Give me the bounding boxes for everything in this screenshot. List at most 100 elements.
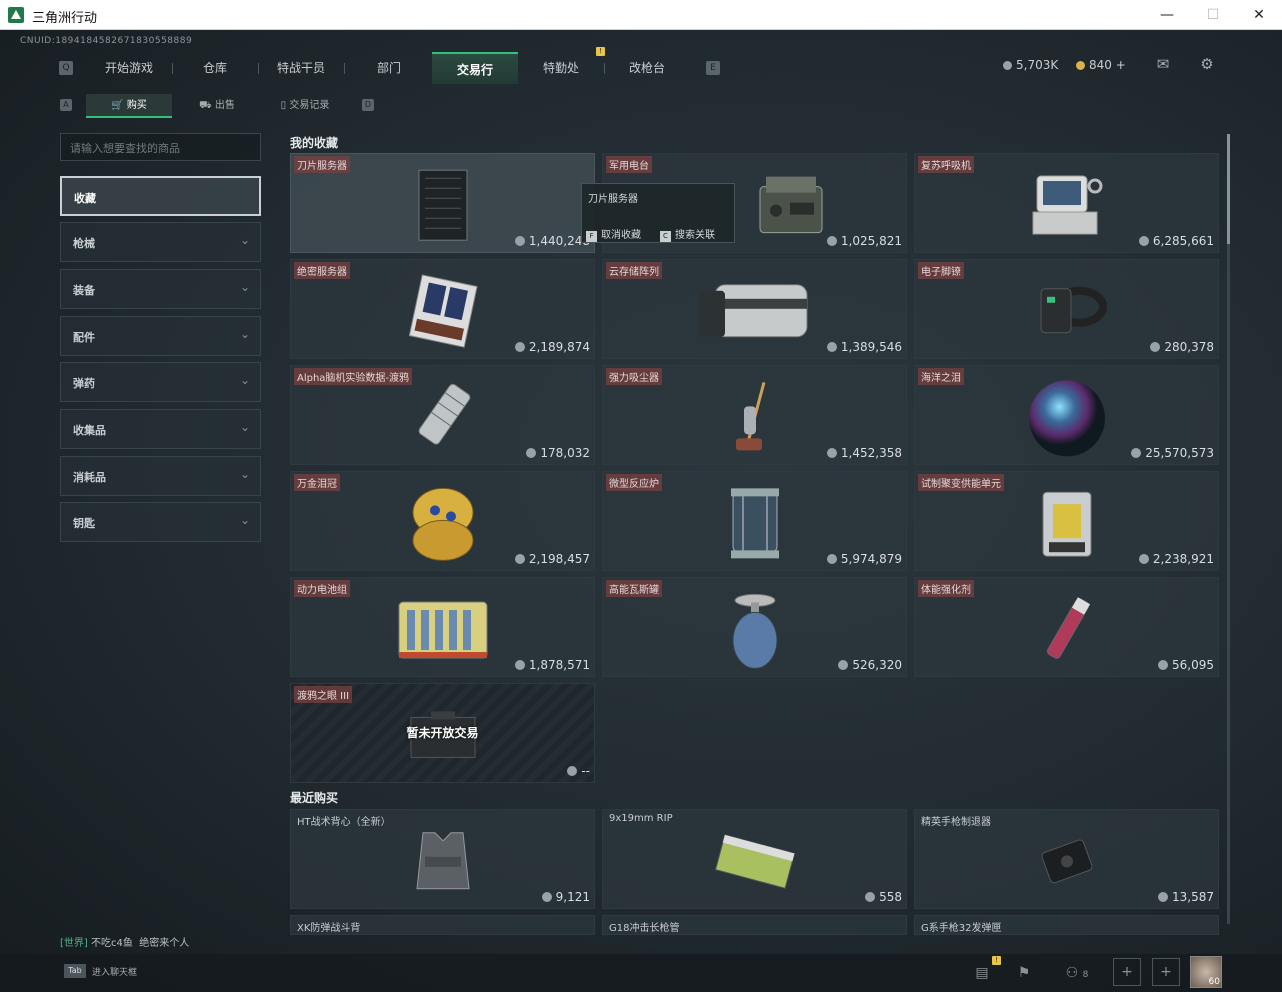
tab-trading[interactable]: 交易行 — [432, 52, 518, 84]
nav-prev-key[interactable]: Q — [59, 61, 73, 75]
battery-pack-icon — [398, 601, 487, 659]
item-name: 体能强化剂 — [918, 580, 974, 597]
data-canister-icon — [418, 383, 470, 445]
coin-icon — [838, 660, 849, 670]
maximize-button[interactable]: ☐ — [1206, 7, 1220, 23]
tab-special-ops[interactable]: 特勤处 — [542, 61, 579, 75]
tab-department[interactable]: 部门 — [376, 61, 401, 75]
item-card[interactable]: 万金泪冠 2,198,457 — [290, 471, 595, 571]
military-radio-icon — [759, 176, 823, 234]
category-ammo[interactable]: 弹药⌄ — [60, 362, 261, 402]
item-card[interactable]: 强力吸尘器 1,452,358 — [602, 365, 907, 465]
jeweled-egg-icon — [412, 487, 473, 561]
subtab-buy[interactable]: 🛒 购买 — [86, 94, 172, 118]
silver-coin-icon — [1003, 61, 1012, 70]
item-card[interactable]: 9x19mm RIP 558 — [602, 809, 907, 909]
item-card[interactable]: 渡鸦之眼 III 暂未开放交易 -- — [290, 683, 595, 783]
tab-gunsmith[interactable]: 改枪台 — [628, 61, 665, 75]
item-card[interactable]: 体能强化剂 56,095 — [914, 577, 1219, 677]
item-card[interactable]: G系手枪32发弹匣 — [914, 915, 1219, 935]
item-price: 6,285,661 — [1138, 234, 1214, 248]
category-firearms[interactable]: 枪械⌄ — [60, 222, 261, 262]
friends-icon[interactable]: ⚇ 8 — [1065, 965, 1089, 981]
scrollbar-thumb[interactable] — [1227, 134, 1230, 244]
item-card[interactable]: 云存储阵列 1,389,546 — [602, 259, 907, 359]
category-favorites[interactable]: 收藏 — [60, 176, 261, 216]
flag-icon[interactable]: ⚑ — [1017, 965, 1031, 981]
item-card[interactable]: HT战术背心（全新） 9,121 — [290, 809, 595, 909]
minimize-button[interactable]: — — [1160, 7, 1174, 23]
settings-gear-icon[interactable]: ⚙ — [1200, 55, 1214, 73]
ankle-monitor-icon — [1040, 286, 1107, 334]
avatar[interactable]: 60 — [1190, 956, 1222, 988]
subtab-history[interactable]: ▯ 交易记录 — [280, 100, 330, 111]
notification-badge: ! — [596, 47, 605, 56]
coin-icon — [826, 342, 837, 352]
subnav-prev-key[interactable]: A — [60, 99, 72, 111]
item-card[interactable]: 电子脚镣 280,378 — [914, 259, 1219, 359]
category-equipment[interactable]: 装备⌄ — [60, 269, 261, 309]
item-card[interactable]: 试制聚变供能单元 2,238,921 — [914, 471, 1219, 571]
gold-coin-icon — [1076, 61, 1085, 70]
item-card[interactable]: 海洋之泪 25,570,573 — [914, 365, 1219, 465]
fusion-cell-icon — [1042, 491, 1091, 557]
chat-key[interactable]: Tab — [64, 964, 86, 978]
item-card[interactable]: XK防弹战斗背 — [290, 915, 595, 935]
nav-next-key[interactable]: E — [706, 61, 720, 75]
tab-operators[interactable]: 特战干员 — [276, 61, 325, 75]
mail-icon[interactable]: ✉ — [1156, 55, 1170, 73]
tab-start-game[interactable]: 开始游戏 — [104, 61, 153, 75]
coin-icon — [1131, 448, 1142, 458]
item-card[interactable]: 刀片服务器 1,440,248 — [290, 153, 595, 253]
search-input[interactable]: 请输入想要查找的商品 — [60, 133, 261, 161]
item-name: 高能瓦斯罐 — [606, 580, 662, 597]
chevron-down-icon: ⌄ — [239, 233, 250, 247]
item-name: G18冲击长枪管 — [609, 923, 680, 934]
chat-hint[interactable]: 进入聊天框 — [92, 968, 138, 978]
item-name: 微型反应炉 — [606, 474, 662, 491]
item-card[interactable]: 动力电池组 1,878,571 — [290, 577, 595, 677]
subtab-sell[interactable]: ⛟ 出售 — [199, 100, 235, 111]
bottom-bar: Tab 进入聊天框 ▤ ! ⚑ ⚇ 8 + + 60 — [0, 954, 1282, 992]
item-card[interactable]: 绝密服务器 2,189,874 — [290, 259, 595, 359]
item-card[interactable]: 高能瓦斯罐 526,320 — [602, 577, 907, 677]
coin-icon — [514, 342, 525, 352]
item-card[interactable]: Alpha脑机实验数据-渡鸦 178,032 — [290, 365, 595, 465]
item-price: 13,587 — [1158, 890, 1214, 904]
notification-badge: ! — [992, 956, 1001, 965]
add-currency-button[interactable]: + — [1115, 58, 1126, 72]
item-name: 强力吸尘器 — [606, 368, 662, 385]
item-price: 25,570,573 — [1131, 446, 1214, 460]
coin-icon — [826, 236, 837, 246]
item-card[interactable]: 复苏呼吸机 6,285,661 — [914, 153, 1219, 253]
close-button[interactable]: ✕ — [1253, 7, 1265, 23]
item-name: 军用电台 — [606, 156, 652, 173]
subnav-next-key[interactable]: D — [362, 99, 374, 111]
coin-icon — [1150, 342, 1161, 352]
scrollbar-track[interactable] — [1227, 134, 1230, 924]
item-card[interactable]: 精英手枪制退器 13,587 — [914, 809, 1219, 909]
item-card[interactable]: G18冲击长枪管 — [602, 915, 907, 935]
window-titlebar: 三角洲行动 — ☐ ✕ — [0, 0, 1282, 30]
item-price: -- — [567, 764, 590, 778]
coin-icon — [514, 236, 525, 246]
item-card[interactable]: 微型反应炉 5,974,879 — [602, 471, 907, 571]
ventilator-icon — [1032, 175, 1102, 235]
stats-chart-icon[interactable]: ▤ — [975, 965, 989, 981]
item-price: 526,320 — [838, 658, 902, 672]
tab-warehouse[interactable]: 仓库 — [202, 61, 227, 75]
recent-title: 最近购买 — [290, 791, 339, 805]
category-consumables[interactable]: 消耗品⌄ — [60, 456, 261, 496]
category-collectibles[interactable]: 收集品⌄ — [60, 409, 261, 449]
add-party-slot-button[interactable]: + — [1113, 958, 1141, 986]
item-price: 56,095 — [1158, 658, 1214, 672]
add-party-slot-button[interactable]: + — [1152, 958, 1180, 986]
category-keys[interactable]: 钥匙⌄ — [60, 502, 261, 542]
item-price: 2,198,457 — [514, 552, 590, 566]
chevron-down-icon: ⌄ — [239, 467, 250, 481]
category-attachments[interactable]: 配件⌄ — [60, 316, 261, 356]
gold-currency[interactable]: 840 + — [1076, 58, 1126, 72]
